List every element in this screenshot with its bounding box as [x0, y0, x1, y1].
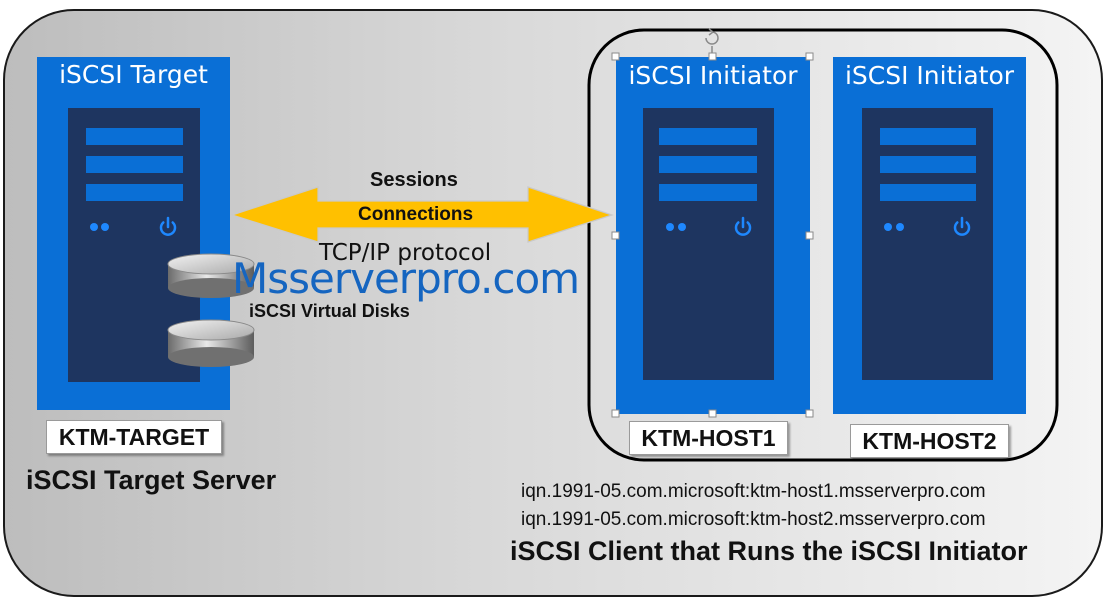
initiator-panel-title: iSCSI Initiator	[844, 61, 1015, 90]
connections-label: Connections	[358, 204, 474, 225]
virtual-disks-label: iSCSI Virtual Disks	[249, 301, 410, 321]
hostname-label-target: KTM-TARGET	[46, 420, 222, 454]
sessions-label: Sessions	[370, 169, 458, 191]
initiator-panel-host1	[616, 57, 810, 414]
iqn-host2: iqn.1991-05.com.microsoft:ktm-host2.msse…	[521, 509, 986, 530]
client-group-frame	[587, 28, 1059, 462]
outer-frame	[3, 9, 1103, 597]
hostname-label-host1: KTM-HOST1	[629, 421, 788, 455]
initiator-server-tower	[643, 108, 774, 380]
power-icon	[953, 216, 971, 236]
selection-handles[interactable]	[611, 52, 814, 418]
status-dots-icon	[90, 223, 109, 231]
status-dots-icon	[884, 223, 904, 231]
power-icon	[159, 216, 177, 236]
client-caption: iSCSI Client that Runs the iSCSI Initiat…	[510, 536, 1028, 566]
power-icon	[734, 216, 752, 236]
iqn-host1: iqn.1991-05.com.microsoft:ktm-host1.msse…	[521, 481, 986, 502]
watermark-text: Msserverpro.com	[232, 254, 580, 303]
target-role-caption: iSCSI Target Server	[26, 465, 277, 495]
initiator-panel-title: iSCSI Initiator	[628, 61, 798, 90]
connection-arrow	[230, 186, 614, 243]
rotate-handle-icon[interactable]	[705, 28, 719, 53]
initiator-panel-host2	[833, 57, 1026, 414]
status-dots-icon	[666, 223, 686, 231]
target-panel-title: iSCSI Target	[59, 60, 208, 89]
hostname-label-host2: KTM-HOST2	[850, 424, 1009, 458]
disk-cylinder-icon	[167, 253, 255, 298]
disk-cylinder-icon	[167, 319, 255, 367]
protocol-label: TCP/IP protocol	[319, 240, 492, 266]
initiator-server-tower	[862, 108, 993, 380]
